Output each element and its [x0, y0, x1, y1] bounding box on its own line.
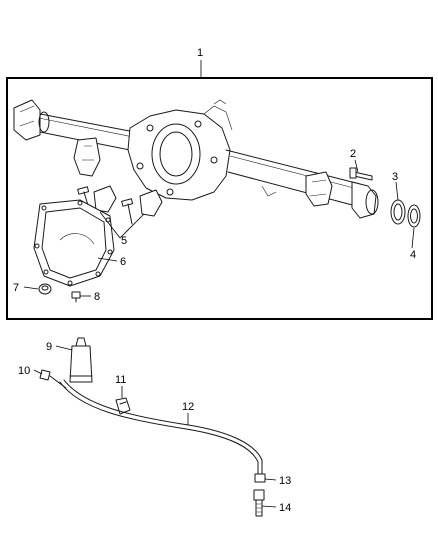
- axle-housing: [13, 99, 379, 219]
- axle-seal: [407, 204, 421, 228]
- callout-2: 2: [350, 148, 356, 160]
- differential-cover: [33, 199, 115, 287]
- callout-14: 14: [279, 502, 291, 514]
- axle-bearing: [390, 199, 406, 225]
- fill-plug: [38, 283, 52, 295]
- callout-13: 13: [279, 475, 291, 487]
- hose-clip: [115, 397, 131, 415]
- leader-lines: [23, 60, 415, 508]
- callout-5: 5: [121, 235, 127, 247]
- callout-6: 6: [120, 256, 126, 268]
- assembly-frame: [6, 77, 433, 320]
- callout-8: 8: [94, 291, 100, 303]
- callout-9: 9: [46, 341, 52, 353]
- vent-cap: [253, 489, 265, 517]
- callout-7: 7: [13, 282, 19, 294]
- callout-10: 10: [18, 365, 30, 377]
- vent-hose: [59, 379, 266, 483]
- bearing-caps: [77, 185, 163, 225]
- callout-labels: 1 2 3 4 5 6 7 8 9 10 11 12 13 14: [13, 47, 416, 514]
- callout-1: 1: [197, 47, 203, 59]
- sealant-tube: [69, 337, 93, 383]
- callout-12: 12: [182, 401, 194, 413]
- vent-bolt: [349, 167, 373, 181]
- cover-bolt: [71, 291, 81, 303]
- callout-3: 3: [392, 171, 398, 183]
- callout-11: 11: [115, 374, 126, 386]
- callout-4: 4: [410, 249, 416, 261]
